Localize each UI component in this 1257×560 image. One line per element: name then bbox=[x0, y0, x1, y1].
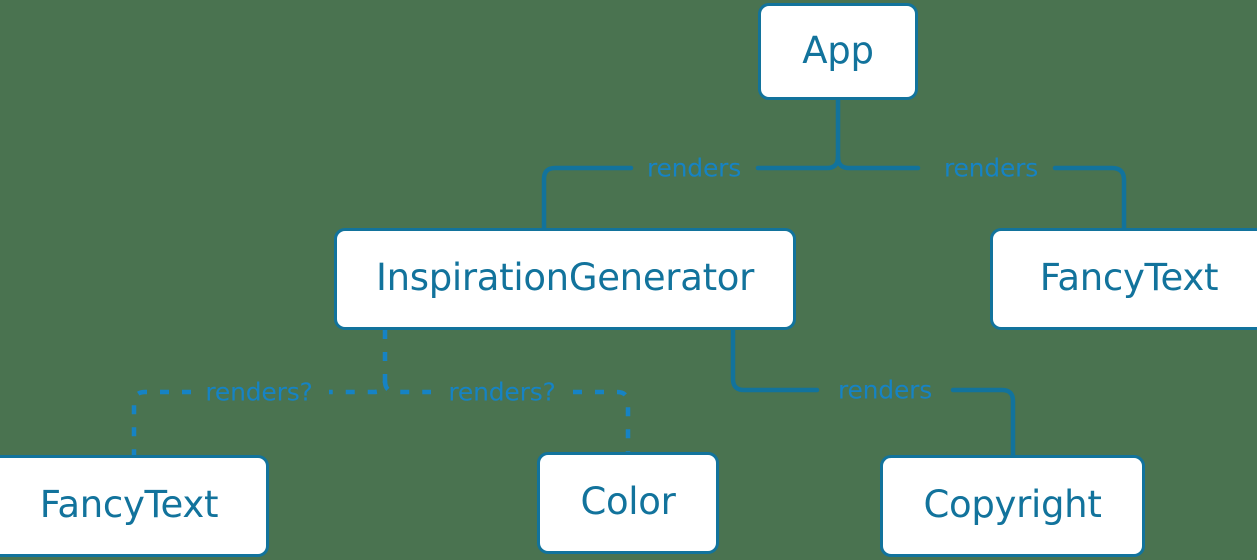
edge-label-inspirationgenerator-copyright: renders bbox=[837, 375, 933, 405]
node-color-label: Color bbox=[580, 480, 676, 523]
edge-label-app-inspirationgenerator: renders bbox=[646, 153, 742, 183]
node-app[interactable]: App bbox=[758, 3, 918, 100]
node-fancytext-bottom-label: FancyText bbox=[39, 483, 219, 526]
node-app-label: App bbox=[802, 28, 874, 72]
node-fancytext-top[interactable]: FancyText bbox=[990, 228, 1257, 330]
node-fancytext-top-label: FancyText bbox=[1039, 256, 1219, 299]
edge-label-inspirationgenerator-fancytext-bottom: renders? bbox=[205, 377, 313, 407]
node-copyright[interactable]: Copyright bbox=[880, 455, 1145, 557]
edge-label-inspirationgenerator-color: renders? bbox=[448, 377, 556, 407]
node-fancytext-bottom[interactable]: FancyText bbox=[0, 455, 269, 557]
node-inspirationgenerator[interactable]: InspirationGenerator bbox=[334, 228, 796, 330]
node-inspirationgenerator-label: InspirationGenerator bbox=[375, 256, 755, 299]
edge-label-app-fancytext-top: renders bbox=[943, 153, 1039, 183]
node-copyright-label: Copyright bbox=[923, 483, 1102, 526]
node-color[interactable]: Color bbox=[537, 452, 719, 554]
